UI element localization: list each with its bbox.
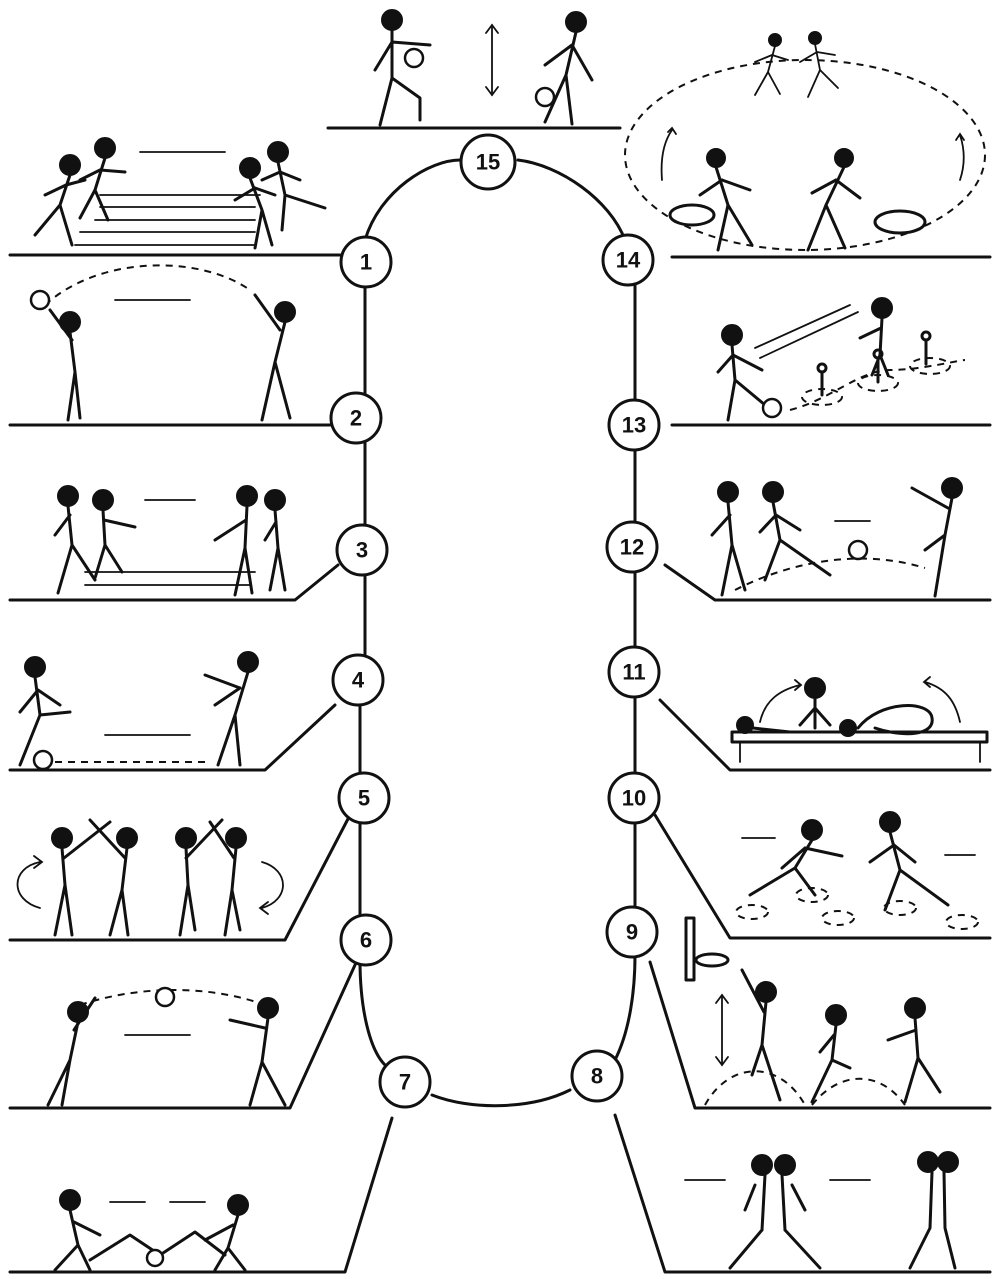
exercise-9-illustration bbox=[686, 918, 940, 1105]
exercise-5-illustration bbox=[18, 820, 284, 935]
station-12-number: 12 bbox=[620, 535, 644, 560]
exercise-2-illustration bbox=[31, 265, 295, 420]
station-10-marker: 10 bbox=[609, 773, 659, 823]
station-14-number: 14 bbox=[616, 248, 641, 273]
station-11-number: 11 bbox=[622, 660, 645, 685]
station-5-number: 5 bbox=[358, 786, 370, 811]
station-6-marker: 6 bbox=[341, 915, 391, 965]
exercise-15-illustration bbox=[375, 10, 592, 125]
station-4-marker: 4 bbox=[333, 655, 383, 705]
station-15-marker: 15 bbox=[461, 135, 515, 189]
station-7-number: 7 bbox=[399, 1070, 411, 1095]
station-5-marker: 5 bbox=[339, 773, 389, 823]
station-2-number: 2 bbox=[350, 406, 362, 431]
station-8-marker: 8 bbox=[572, 1051, 622, 1101]
exercise-13-illustration bbox=[718, 298, 965, 420]
exercise-6-illustration bbox=[48, 988, 285, 1105]
exercise-14-illustration bbox=[625, 32, 985, 250]
station-11-marker: 11 bbox=[609, 647, 659, 697]
station-9-marker: 9 bbox=[607, 907, 657, 957]
station-8-number: 8 bbox=[591, 1064, 603, 1089]
station-14-marker: 14 bbox=[603, 235, 653, 285]
exercise-3-illustration bbox=[55, 486, 285, 595]
station-7-marker: 7 bbox=[380, 1057, 430, 1107]
station-13-marker: 13 bbox=[609, 400, 659, 450]
exercise-11-illustration bbox=[732, 677, 987, 762]
circuit-track bbox=[360, 160, 635, 1106]
station-6-number: 6 bbox=[360, 928, 372, 953]
station-12-marker: 12 bbox=[607, 522, 657, 572]
station-1-marker: 1 bbox=[341, 237, 391, 287]
station-3-marker: 3 bbox=[337, 525, 387, 575]
station-2-marker: 2 bbox=[331, 393, 381, 443]
station-10-number: 10 bbox=[622, 786, 646, 811]
station-9-number: 9 bbox=[626, 920, 638, 945]
station-3-number: 3 bbox=[356, 538, 368, 563]
exercise-8-illustration bbox=[685, 1152, 958, 1268]
exercise-1-illustration bbox=[35, 138, 325, 248]
exercise-10-illustration bbox=[736, 812, 978, 929]
exercise-4-illustration bbox=[20, 652, 258, 769]
station-13-number: 13 bbox=[622, 413, 646, 438]
station-4-number: 4 bbox=[352, 668, 365, 693]
station-markers: 1 2 3 4 5 6 7 8 bbox=[331, 135, 659, 1107]
station-15-number: 15 bbox=[476, 150, 500, 175]
station-1-number: 1 bbox=[360, 250, 372, 275]
exercise-12-illustration bbox=[712, 478, 962, 596]
exercise-7-illustration bbox=[55, 1190, 248, 1270]
